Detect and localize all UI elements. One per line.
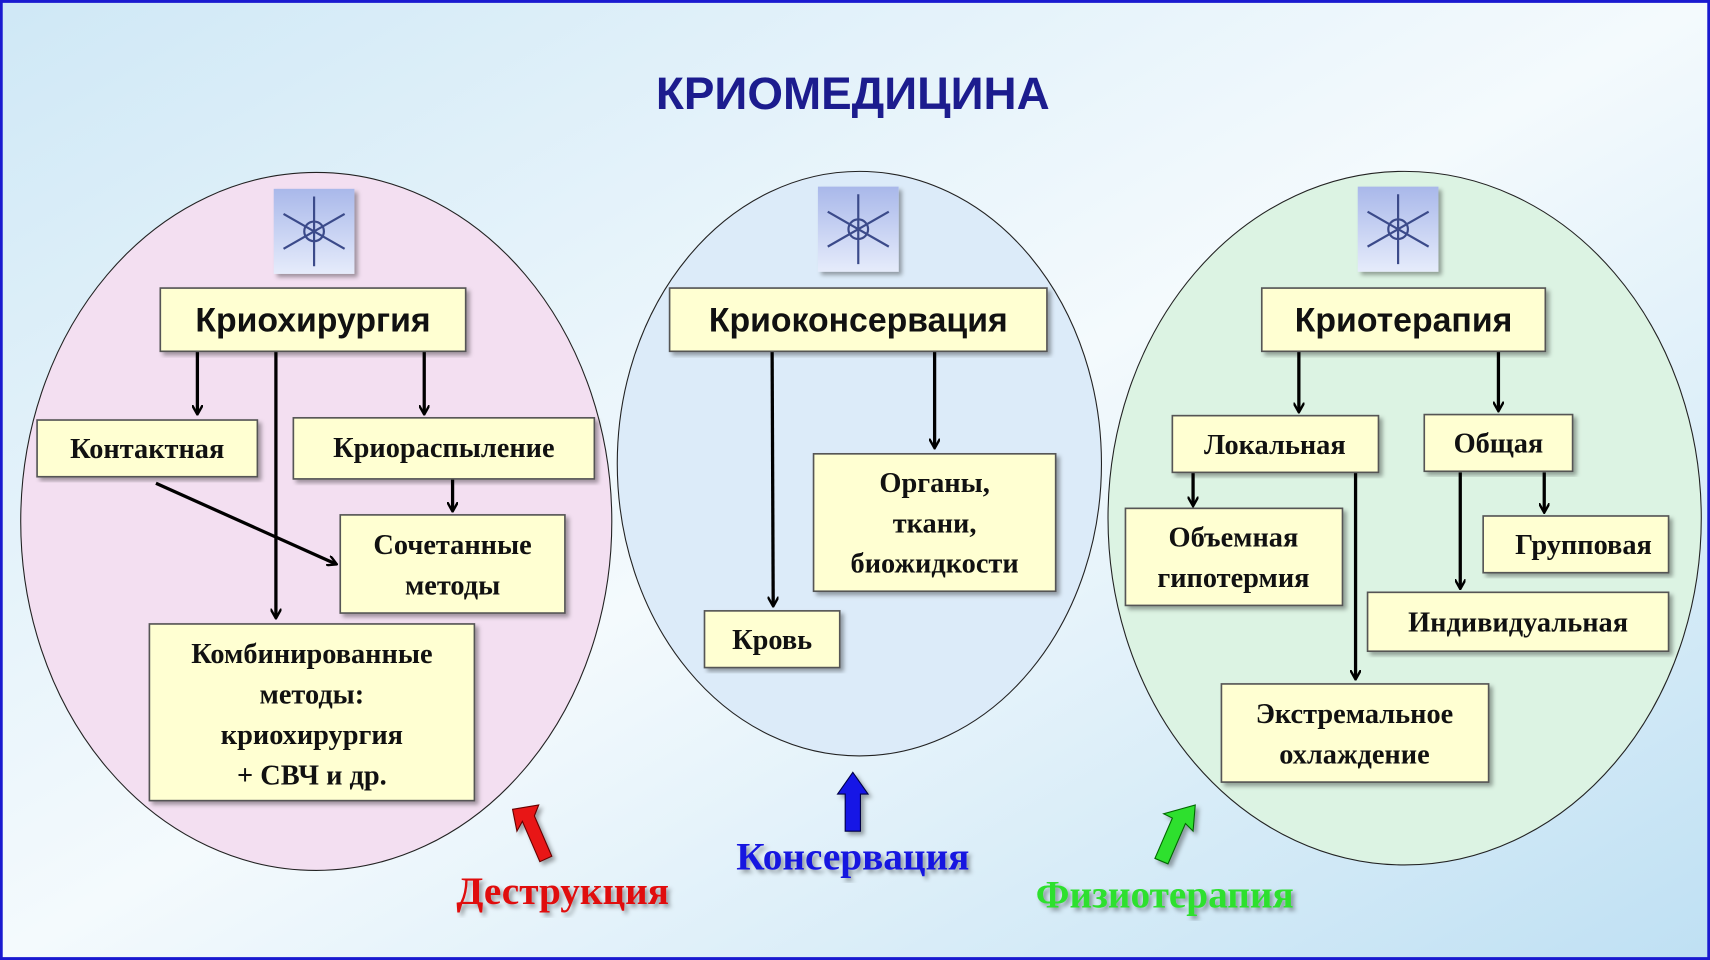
red-arrow-icon xyxy=(511,804,553,863)
green-arrow-icon xyxy=(1154,804,1196,865)
general-box: Общая xyxy=(1423,413,1574,473)
svg-text:Комбинированные: Комбинированные xyxy=(191,639,432,670)
contact-box: Контактная xyxy=(36,419,259,478)
snowflake-icon xyxy=(817,186,899,272)
local-box: Локальная xyxy=(1171,414,1380,474)
svg-text:Криотерапия: Криотерапия xyxy=(1295,302,1513,340)
svg-text:Индивидуальная: Индивидуальная xyxy=(1408,608,1628,639)
organs-box: Органы, ткани, биожидкости xyxy=(812,453,1057,593)
svg-text:Экстремальное: Экстремальное xyxy=(1256,699,1454,730)
arrows xyxy=(155,351,1544,678)
svg-text:гипотермия: гипотермия xyxy=(1157,563,1309,594)
combined-methods-box: Сочетанные методы xyxy=(339,514,566,614)
snowflake-icon xyxy=(273,188,355,274)
volume-hypothermia-box: Объемная гипотермия xyxy=(1124,507,1344,607)
blue-arrow-icon xyxy=(836,771,870,832)
extreme-cooling-box: Экстремальное охлаждение xyxy=(1220,683,1490,783)
physiotherapy-label: Физиотерапия xyxy=(1036,874,1294,917)
page-title: КРИОМЕДИЦИНА xyxy=(656,68,1050,119)
svg-text:Контактная: Контактная xyxy=(70,434,224,465)
svg-text:Криораспыление: Криораспыление xyxy=(333,433,555,464)
spray-box: Криораспыление xyxy=(292,417,596,480)
blood-box: Кровь xyxy=(703,610,841,669)
svg-text:ткани,: ткани, xyxy=(893,508,977,539)
svg-text:Объемная: Объемная xyxy=(1169,523,1299,554)
svg-text:криохирургия: криохирургия xyxy=(221,720,403,751)
snowflake-icon xyxy=(1357,186,1439,272)
svg-text:Кровь: Кровь xyxy=(732,625,812,656)
svg-text:охлаждение: охлаждение xyxy=(1279,740,1429,771)
svg-text:Органы,: Органы, xyxy=(879,468,989,499)
group-box: Групповая xyxy=(1482,515,1670,574)
cryoconservation-box: Криоконсервация xyxy=(668,287,1048,353)
conservation-label: Консервация xyxy=(736,835,969,878)
svg-text:методы: методы xyxy=(405,571,500,602)
svg-text:Криоконсервация: Криоконсервация xyxy=(709,302,1008,340)
svg-text:методы:: методы: xyxy=(260,680,365,711)
cryotherapy-box: Криотерапия xyxy=(1260,287,1547,353)
combined-long-box: Комбинированные методы: криохирургия + С… xyxy=(148,623,476,802)
cryosurgery-box: Криохирургия xyxy=(159,287,467,353)
svg-text:Сочетанные: Сочетанные xyxy=(373,530,531,561)
svg-text:+ СВЧ и др.: + СВЧ и др. xyxy=(237,760,387,791)
svg-text:Локальная: Локальная xyxy=(1204,430,1346,461)
svg-text:Групповая: Групповая xyxy=(1515,530,1652,561)
svg-text:биожидкости: биожидкости xyxy=(851,549,1019,580)
svg-text:Общая: Общая xyxy=(1454,429,1544,460)
svg-text:Криохирургия: Криохирургия xyxy=(195,302,430,340)
destruction-label: Деструкция xyxy=(456,870,669,913)
individual-box: Индивидуальная xyxy=(1366,591,1670,653)
